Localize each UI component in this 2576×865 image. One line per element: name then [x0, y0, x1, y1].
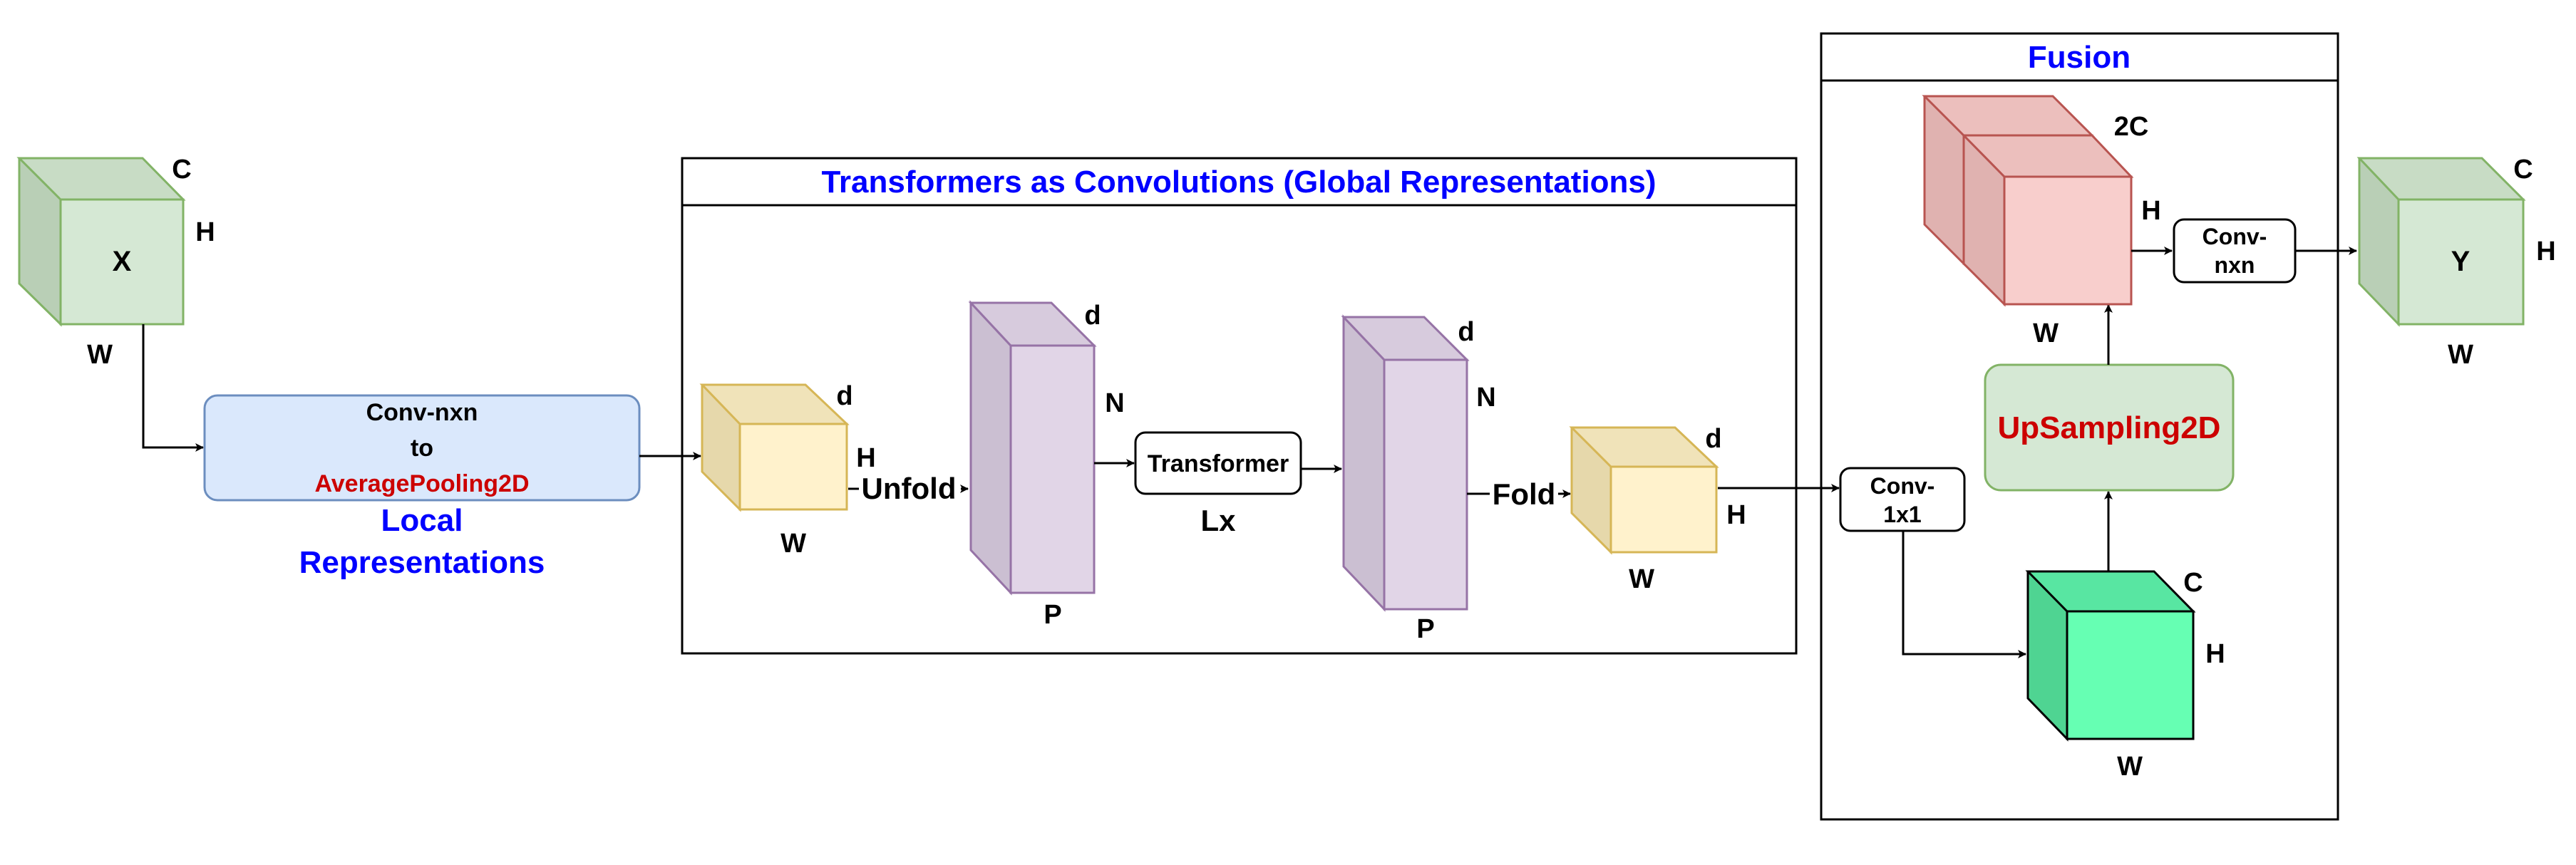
output-cube-y: Y C H W	[2356, 155, 2556, 370]
upsampling-label: UpSampling2D	[1998, 410, 2221, 445]
prism-front-face	[1383, 358, 1468, 611]
prism2-dim-d: d	[1458, 317, 1474, 347]
cube2-dim-d: d	[1705, 424, 1721, 454]
conv1x1-box: Conv- 1x1	[1839, 467, 1966, 532]
green-cube-dim-c: C	[2183, 568, 2203, 598]
prism-side-face	[969, 300, 1012, 596]
fold-prism: d N P	[1341, 314, 1496, 644]
unfold-input-cube: d H W	[699, 381, 876, 559]
local-caption-line1: Local	[381, 503, 463, 538]
output-label: Y	[2451, 246, 2471, 277]
input-cube-x: X C H W	[16, 155, 215, 370]
input-dim-h: H	[195, 217, 215, 247]
transformer-box: Transformer Lx	[1134, 431, 1302, 537]
input-dim-w: W	[87, 340, 113, 370]
cube-front-face	[738, 423, 848, 511]
cube-front-face	[2003, 175, 2133, 306]
prism-side-face	[1342, 314, 1386, 612]
output-dim-c: C	[2513, 155, 2533, 185]
green-cube-dim-w: W	[2117, 752, 2143, 782]
prism-front-face	[1009, 344, 1096, 594]
transformer-label: Transformer	[1148, 450, 1289, 477]
prism2-dim-p: P	[1416, 614, 1434, 644]
transformer-title: Transformers as Convolutions (Global Rep…	[821, 165, 1656, 200]
upsampling-box: UpSampling2D	[1984, 363, 2235, 492]
concat-dim-c: 2C	[2114, 112, 2149, 142]
unfold-label: Unfold	[862, 472, 957, 505]
local-block: Conv-nxn to AveragePooling2D Local Repre…	[203, 394, 641, 580]
transformer-section: Transformers as Convolutions (Global Rep…	[681, 157, 1798, 655]
cube1-dim-h: H	[856, 443, 875, 473]
output-dim-w: W	[2448, 340, 2473, 370]
prism1-dim-n: N	[1105, 388, 1124, 418]
concat-dim-w: W	[2033, 318, 2059, 348]
concat-cube: 2C H W	[1922, 95, 2161, 348]
prism1-dim-p: P	[1044, 600, 1061, 630]
local-block-box	[203, 394, 641, 502]
fusion-title: Fusion	[2028, 40, 2131, 75]
cube2-dim-w: W	[1629, 564, 1654, 594]
convnxn-line2: nxn	[2215, 252, 2255, 278]
arrow-input-to-local	[142, 324, 204, 452]
cube1-dim-d: d	[836, 381, 852, 411]
convnxn-line1: Conv-	[2203, 224, 2267, 249]
fold-label: Fold	[1493, 477, 1556, 511]
convnxn-box: Conv- nxn	[2173, 218, 2297, 284]
fusion-section: Fusion	[1820, 32, 2339, 821]
transformer-box-rect	[1134, 431, 1302, 495]
cube-front-face	[2397, 198, 2525, 326]
green-cube-dim-h: H	[2205, 639, 2225, 669]
cube-front-face	[59, 198, 185, 326]
fold-output-cube: d H W	[1569, 424, 1746, 594]
output-dim-h: H	[2536, 237, 2555, 266]
cube-front-face	[2066, 610, 2195, 740]
prism1-dim-d: d	[1084, 301, 1101, 331]
input-dim-c: C	[172, 155, 191, 185]
lx-label: Lx	[1200, 504, 1236, 537]
local-line2: to	[411, 435, 433, 462]
fusion-green-cube: C H W	[2025, 568, 2225, 782]
transformer-frame	[681, 157, 1798, 655]
local-caption-line2: Representations	[299, 545, 545, 580]
fusion-frame	[1820, 32, 2339, 821]
conv1x1-line1: Conv-	[1870, 473, 1935, 499]
prism2-dim-n: N	[1476, 383, 1495, 413]
arrow-conv1x1-to-green-cube	[1902, 531, 2026, 658]
local-line1: Conv-nxn	[366, 399, 478, 426]
cube1-dim-w: W	[780, 529, 806, 559]
conv1x1-line2: 1x1	[1883, 502, 1921, 527]
cube-front-face	[1609, 465, 1718, 554]
cube2-dim-h: H	[1726, 500, 1746, 530]
unfold-prism: d N P	[968, 300, 1125, 630]
concat-dim-h: H	[2141, 196, 2160, 226]
input-label: X	[113, 246, 132, 277]
local-line3: AveragePooling2D	[314, 470, 529, 497]
